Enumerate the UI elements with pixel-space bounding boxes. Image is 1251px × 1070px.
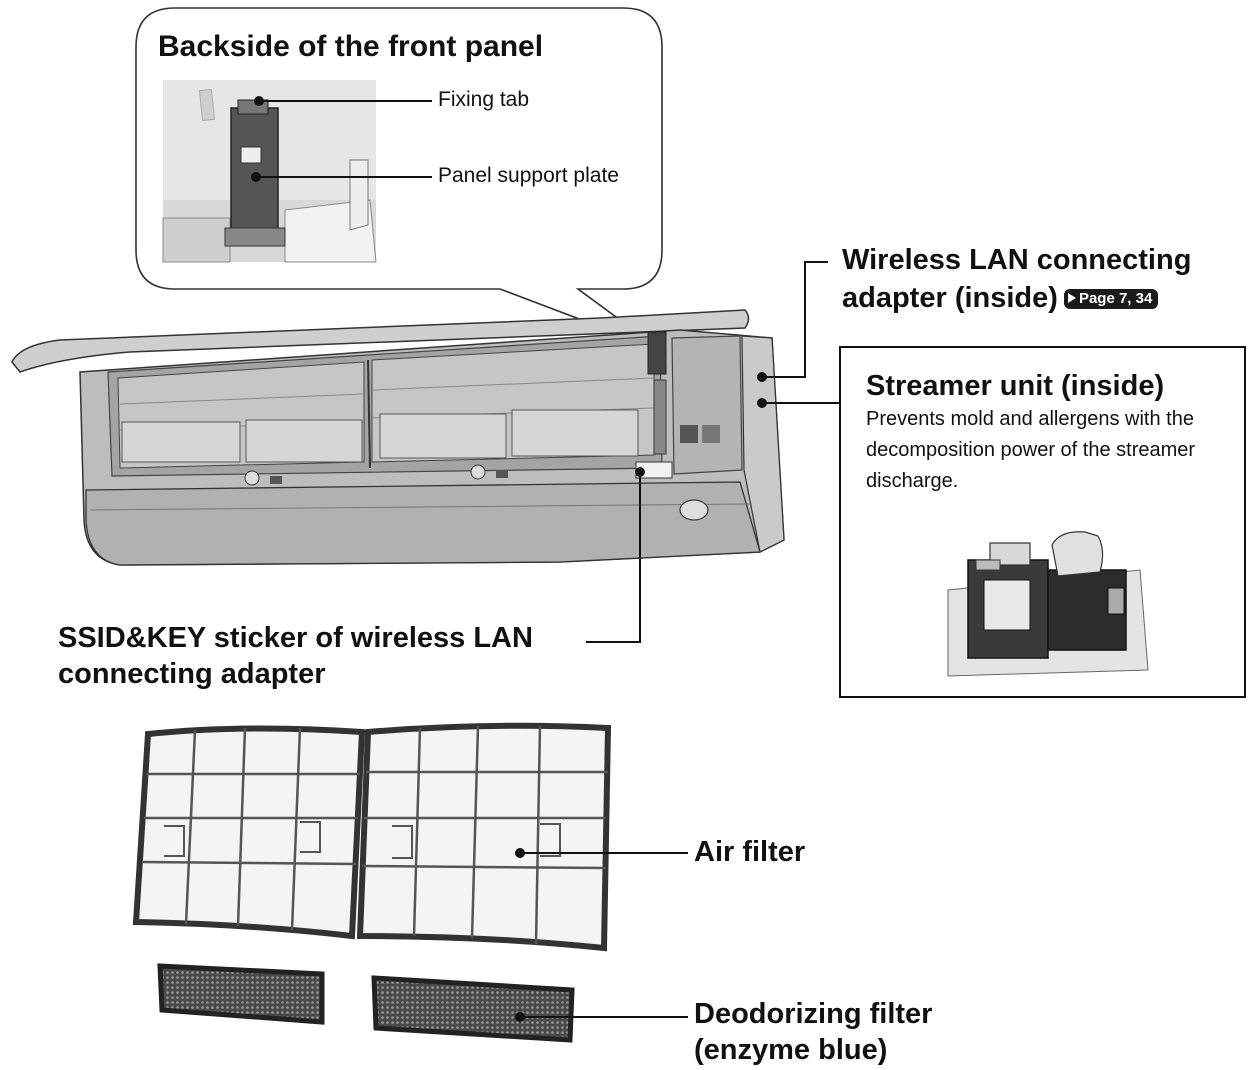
deodorizing-filter-left <box>157 963 325 1025</box>
wireless-lan-label-line1: Wireless LAN connecting <box>842 244 1192 276</box>
air-filter-right <box>356 722 612 952</box>
ssid-sticker-label-line2: connecting adapter <box>58 658 326 690</box>
wireless-lan-label-text: adapter (inside) <box>842 282 1058 314</box>
ssid-sticker-label-line1: SSID&KEY sticker of wireless LAN <box>58 622 533 654</box>
fixing-tab-label: Fixing tab <box>438 88 530 111</box>
streamer-description: Prevents mold and allergens with the dec… <box>866 408 1196 492</box>
page-reference-text: Page 7, 34 <box>1078 290 1153 307</box>
air-filter-left <box>132 725 366 940</box>
streamer-title: Streamer unit (inside) <box>866 370 1165 402</box>
panel-backside-illustration <box>162 80 377 263</box>
callout-leaders <box>251 96 432 182</box>
panel-support-plate-label: Panel support plate <box>438 164 619 187</box>
page-reference-badge[interactable]: Page 7, 34 <box>1063 289 1159 309</box>
deodorizing-filter-label-line2: (enzyme blue) <box>694 1034 888 1066</box>
indoor-unit <box>11 309 785 566</box>
wireless-lan-label-line2: adapter (inside) Page 7, 34 <box>842 282 1159 315</box>
air-filter-leader <box>515 848 688 858</box>
callout-title: Backside of the front panel <box>158 30 544 63</box>
air-filter-label: Air filter <box>694 836 806 868</box>
deodorizing-leader <box>515 1012 688 1022</box>
unit-leaders <box>586 261 840 643</box>
deodorizing-filter-right <box>371 975 575 1043</box>
play-triangle-icon <box>1067 293 1076 303</box>
streamer-unit-illustration <box>947 531 1149 677</box>
deodorizing-filter-label-line1: Deodorizing filter <box>694 998 933 1030</box>
